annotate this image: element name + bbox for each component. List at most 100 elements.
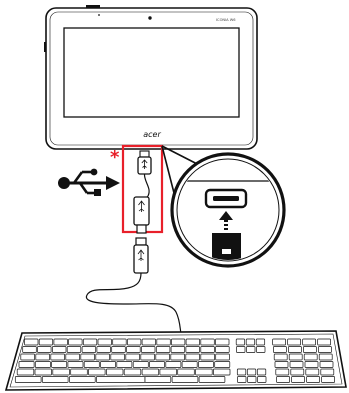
keyboard-key	[142, 369, 159, 375]
usb-trident-icon	[58, 169, 120, 196]
keyboard-key	[52, 362, 67, 368]
keyboard-key	[160, 369, 177, 375]
keyboard-key	[237, 369, 246, 375]
keyboard-key	[53, 369, 70, 375]
keyboard-key	[288, 347, 301, 353]
keyboard-key	[247, 369, 256, 375]
keyboard-key	[133, 362, 148, 368]
keyboard-key	[291, 369, 304, 375]
keyboard-key	[178, 369, 195, 375]
keyboard-key	[292, 377, 305, 383]
keyboard-key	[82, 347, 96, 353]
keyboard-key	[246, 339, 255, 345]
tablet-camera	[148, 16, 151, 19]
keyboard-key	[113, 339, 127, 345]
keyboard-key	[71, 369, 88, 375]
keyboard-key	[275, 362, 288, 368]
keyboard-key	[124, 369, 141, 375]
callout-leader-bottom	[162, 146, 174, 193]
keyboard-key	[171, 347, 185, 353]
keyboard-key	[322, 377, 335, 383]
keyboard	[6, 331, 346, 390]
port-magnifier	[170, 154, 290, 273]
tablet-sensor	[98, 14, 100, 16]
cable-loop-short	[144, 174, 149, 196]
keyboard-key	[69, 377, 95, 383]
keyboard-key	[303, 339, 316, 345]
keyboard-key	[216, 347, 230, 353]
keyboard-key	[21, 354, 35, 360]
usb-a-receptacle	[134, 197, 149, 233]
keyboard-key	[84, 362, 99, 368]
keyboard-key	[215, 362, 230, 368]
tablet-button-top	[86, 5, 100, 8]
keyboard-key	[97, 347, 111, 353]
keyboard-key	[303, 347, 316, 353]
keyboard-key	[256, 339, 265, 345]
keyboard-key	[277, 377, 290, 383]
keyboard-key	[117, 362, 132, 368]
keyboard-key	[238, 377, 247, 383]
keyboard-key	[201, 339, 215, 345]
keyboard-key	[318, 347, 331, 353]
keyboard-key	[126, 354, 140, 360]
keyboard-key	[258, 377, 267, 383]
keyboard-key	[213, 369, 230, 375]
keyboard-key	[89, 369, 106, 375]
keyboard-key	[157, 339, 171, 345]
keyboard-key	[248, 377, 257, 383]
keyboard-key	[68, 362, 83, 368]
keyboard-key	[273, 347, 286, 353]
keyboard-key	[112, 347, 126, 353]
tablet-side-button	[44, 42, 46, 52]
keyboard-key	[96, 377, 145, 383]
keyboard-key	[111, 354, 125, 360]
keyboard-key	[81, 354, 95, 360]
usb-a-plug	[134, 238, 148, 273]
keyboard-key	[305, 362, 318, 368]
tablet-screen	[64, 28, 239, 117]
keyboard-key	[66, 354, 80, 360]
micro-usb-port-icon	[206, 190, 246, 207]
keyboard-key	[96, 354, 110, 360]
tablet-model-text: ICONIA W6	[216, 18, 236, 22]
keyboard-key	[318, 339, 331, 345]
keyboard-key	[141, 347, 155, 353]
keyboard-key	[186, 339, 200, 345]
keyboard-key	[156, 354, 170, 360]
keyboard-key	[273, 339, 286, 345]
keyboard-key	[36, 354, 50, 360]
keyboard-key	[69, 339, 83, 345]
keyboard-key	[141, 354, 155, 360]
keyboard-key	[25, 339, 39, 345]
keyboard-key	[166, 362, 181, 368]
keyboard-key	[171, 339, 185, 345]
keyboard-key	[199, 377, 225, 383]
keyboard-key	[321, 369, 334, 375]
keyboard-key	[274, 354, 287, 360]
keyboard-key	[106, 369, 123, 375]
keyboard-key	[67, 347, 81, 353]
tablet-brand-logo: acer	[143, 130, 161, 139]
keyboard-key	[38, 347, 52, 353]
keyboard-key	[19, 362, 34, 368]
keyboard-key	[17, 369, 34, 375]
keyboard-key	[186, 354, 200, 360]
keyboard-key	[257, 369, 266, 375]
keyboard-key	[35, 362, 50, 368]
keyboard-key	[52, 347, 66, 353]
keyboard-key	[182, 362, 197, 368]
keyboard-key	[54, 339, 68, 345]
keyboard-key	[237, 347, 246, 353]
keyboard-key	[201, 354, 215, 360]
keyboard-key	[156, 347, 170, 353]
keyboard-key	[306, 369, 319, 375]
tablet: ICONIA W6 acer	[44, 5, 257, 149]
keyboard-key	[216, 339, 230, 345]
keyboard-key	[216, 354, 230, 360]
keyboard-key	[23, 347, 37, 353]
keyboard-key	[236, 339, 245, 345]
keyboard-key	[201, 347, 215, 353]
keyboard-key	[83, 339, 97, 345]
